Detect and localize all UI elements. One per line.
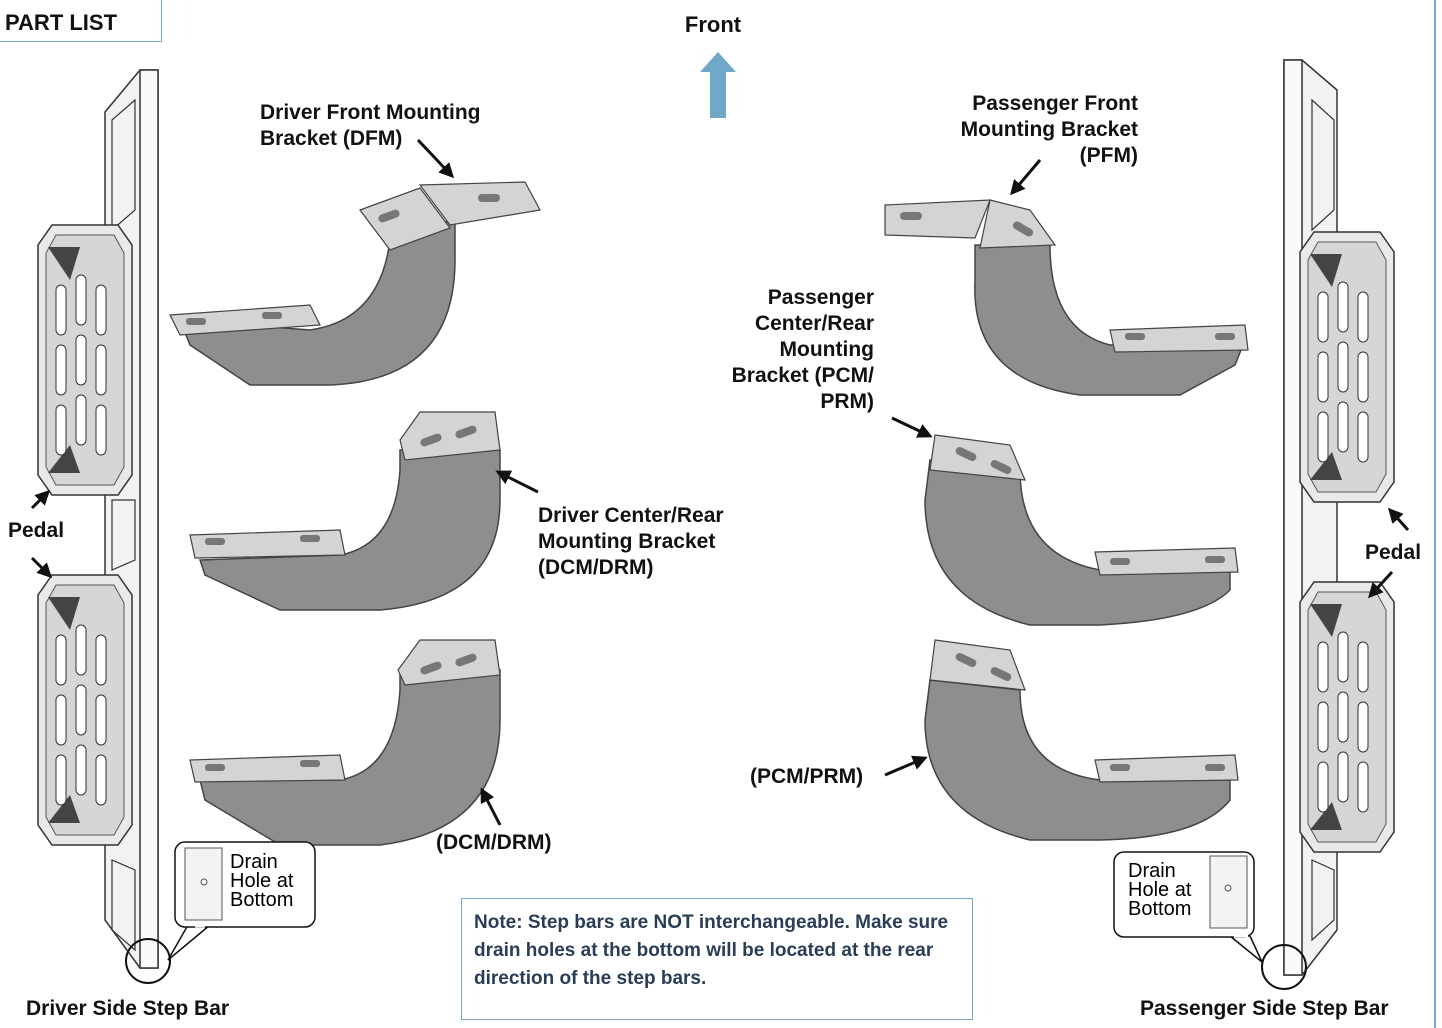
- label-pcm-line1: Passenger: [767, 286, 874, 309]
- driver-drain-line1: Drain: [230, 851, 278, 873]
- label-dcm: Driver Center/Rear Mounting Bracket (DCM…: [538, 503, 758, 581]
- driver-pedal-rear: [37, 574, 133, 846]
- label-pcm-short: (PCM/PRM): [750, 765, 864, 788]
- passenger-drain-line3: Bottom: [1128, 898, 1191, 920]
- label-pfm-line3: (PFM): [1079, 144, 1138, 167]
- arrow-pedal-left-down: [30, 556, 53, 579]
- arrow-dcm-short: [480, 787, 502, 826]
- passenger-drain-line2: Hole at: [1128, 879, 1192, 901]
- arrow-pedal-left-up: [30, 489, 51, 510]
- passenger-drain-line1: Drain: [1128, 860, 1176, 882]
- label-pedal-right: Pedal: [1365, 541, 1422, 564]
- bracket-dcm-2: [189, 639, 501, 846]
- arrow-dfm: [416, 138, 455, 179]
- driver-drain-callout: Drain Hole at Bottom: [125, 841, 316, 984]
- label-pcm-line5: PRM): [820, 390, 874, 413]
- passenger-drain-circle: [1261, 944, 1307, 990]
- arrow-pedal-right-up: [1387, 507, 1410, 532]
- label-pcm-line4: Bracket (PCM/: [731, 364, 874, 387]
- arrow-pfm: [1010, 159, 1042, 196]
- driver-drain-line3: Bottom: [230, 889, 293, 911]
- label-pfm: Passenger Front Mounting Bracket (PFM): [900, 91, 1138, 169]
- bracket-pcm-1: [924, 434, 1239, 626]
- label-dcm-short: (DCM/DRM): [436, 831, 552, 854]
- label-pcm-line2: Center/Rear: [754, 312, 874, 335]
- arrow-pcm-short: [884, 755, 928, 777]
- arrow-pedal-right-down: [1367, 570, 1394, 599]
- bracket-dfm: [169, 181, 541, 386]
- note-box: Note: Step bars are NOT interchangeable.…: [461, 898, 973, 1020]
- label-passenger-bar: Passenger Side Step Bar: [1140, 997, 1389, 1020]
- passenger-pedal-front: [1299, 231, 1395, 503]
- label-dcm-line3: (DCM/DRM): [538, 556, 654, 579]
- front-label: Front: [684, 12, 742, 37]
- bracket-dcm-1: [189, 411, 501, 611]
- driver-drain-line2: Hole at: [230, 870, 294, 892]
- label-dfm-line2: Bracket (DFM): [260, 127, 403, 150]
- label-pfm-line2: Mounting Bracket: [960, 118, 1138, 141]
- label-pedal-left: Pedal: [8, 519, 65, 542]
- label-dfm-line1: Driver Front Mounting: [260, 101, 481, 124]
- label-dcm-line2: Mounting Bracket: [538, 530, 716, 553]
- label-pfm-line1: Passenger Front: [972, 92, 1138, 115]
- arrow-dcm: [495, 470, 539, 494]
- label-dcm-line1: Driver Center/Rear: [538, 504, 724, 527]
- driver-drain-circle: [125, 938, 171, 984]
- arrow-pcm: [891, 416, 933, 438]
- part-list-tab: PART LIST: [0, 0, 162, 42]
- label-pcm: Passenger Center/Rear Mounting Bracket (…: [700, 285, 874, 415]
- bracket-pfm: [884, 199, 1249, 396]
- label-pcm-line3: Mounting: [779, 338, 874, 361]
- label-dfm: Driver Front Mounting Bracket (DFM): [260, 100, 520, 152]
- driver-pedal-front: [37, 224, 133, 496]
- label-driver-bar: Driver Side Step Bar: [26, 997, 230, 1020]
- frame-border: [1434, 0, 1436, 1028]
- passenger-drain-callout: Drain Hole at Bottom: [1113, 851, 1307, 990]
- passenger-pedal-rear: [1299, 581, 1395, 853]
- bracket-pcm-2: [924, 639, 1239, 841]
- front-arrow-icon: [700, 52, 736, 118]
